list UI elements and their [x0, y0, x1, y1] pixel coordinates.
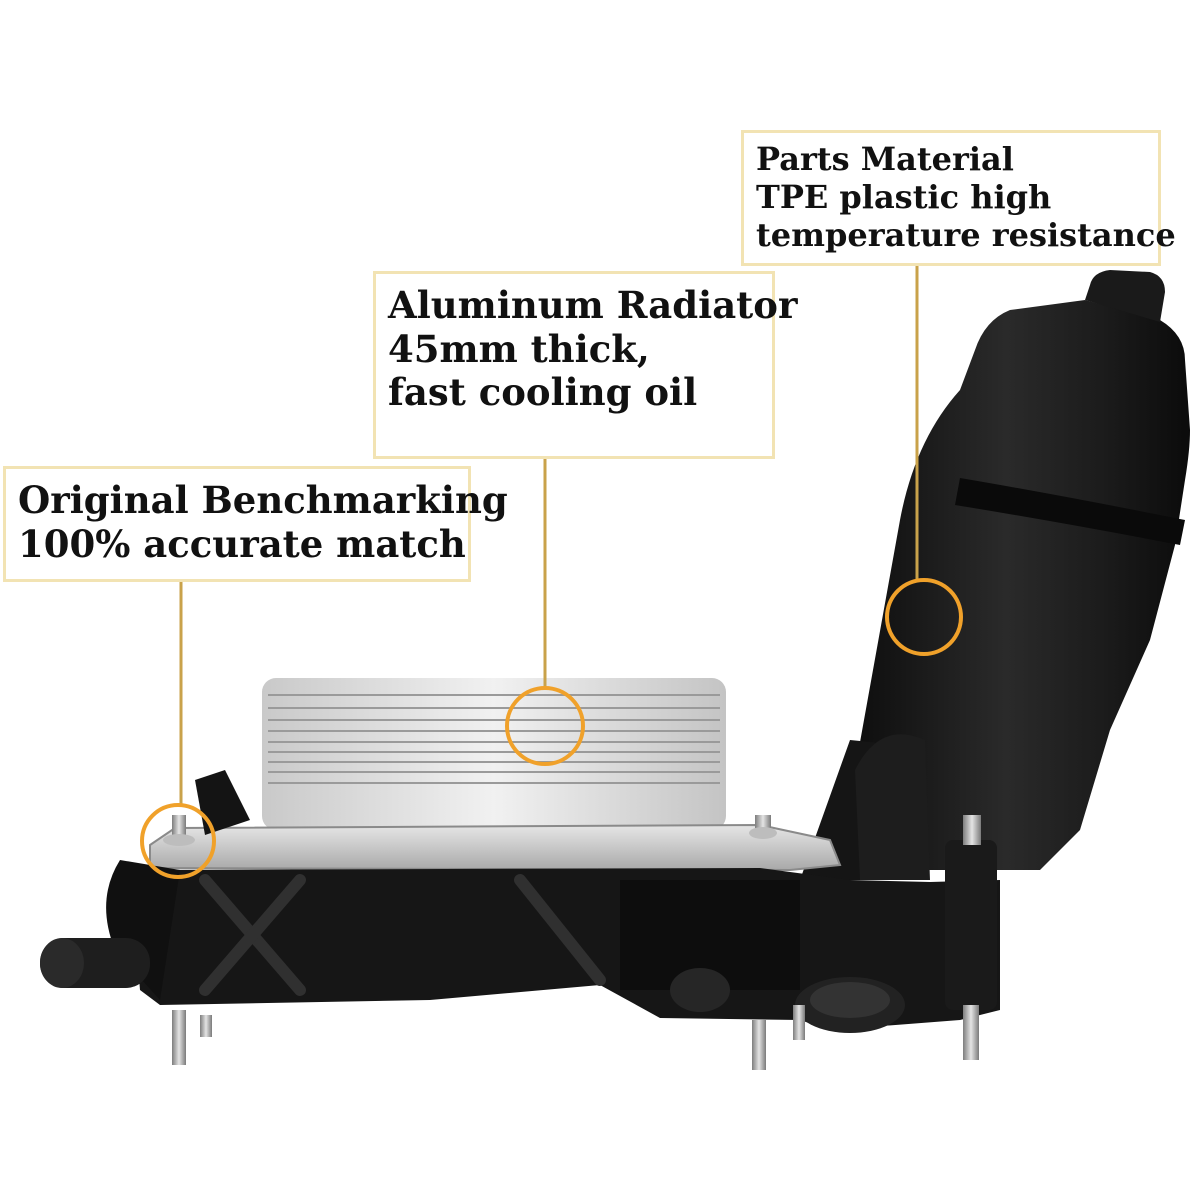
callout-original-benchmarking: Original Benchmarking 100% accurate matc…	[3, 466, 508, 582]
mounting-plate	[149, 823, 842, 872]
housing-body	[40, 770, 1000, 1033]
callout-aluminum-radiator: Aluminum Radiator 45mm thick, fast cooli…	[373, 271, 798, 459]
callout-material-line-3: temperature resistance	[756, 215, 1176, 254]
callout-radiator-line-3: fast cooling oil	[388, 370, 698, 415]
highlight-circles	[140, 578, 963, 879]
mounting-post	[945, 840, 997, 1010]
callout-radiator-line-2: 45mm thick,	[388, 326, 650, 371]
mounting-bolts	[163, 815, 981, 1070]
filter-cap	[800, 270, 1190, 880]
callout-parts-material: Parts Material TPE plastic high temperat…	[741, 130, 1176, 266]
callout-radiator-line-1: Aluminum Radiator	[388, 283, 798, 327]
leader-lines	[179, 266, 919, 805]
callout-benchmark-line-1: Original Benchmarking	[18, 478, 508, 522]
callout-benchmark-line-2: 100% accurate match	[18, 521, 466, 566]
aluminum-radiator	[262, 678, 726, 830]
callout-material-line-2: TPE plastic high	[756, 177, 1052, 216]
callout-material-line-1: Parts Material	[756, 140, 1014, 178]
